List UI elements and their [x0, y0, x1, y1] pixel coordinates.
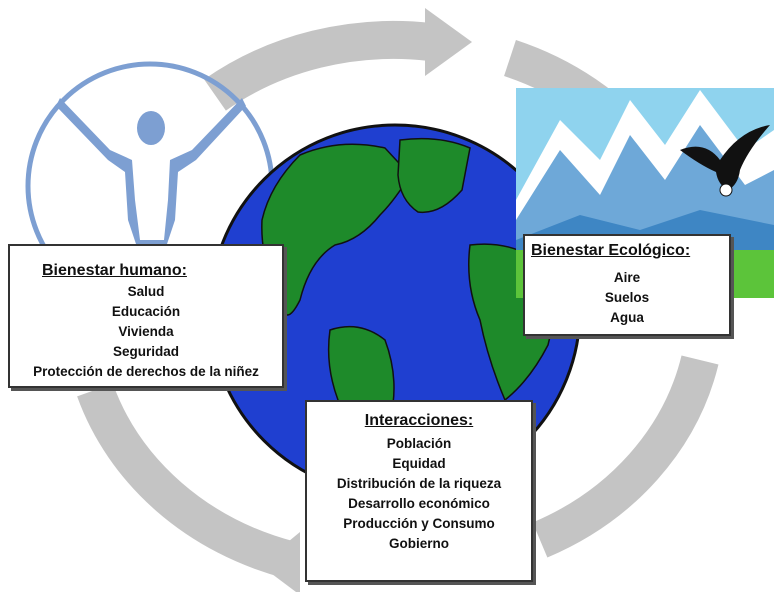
- human-wellbeing-heading: Bienestar humano:: [42, 262, 187, 279]
- interactions-heading: Interacciones:: [364, 412, 474, 429]
- human-item: Protección de derechos de la niñez: [33, 364, 259, 379]
- arrow-bottom: [532, 355, 719, 558]
- interactions-item: Gobierno: [389, 536, 449, 551]
- human-item: Vivienda: [118, 324, 174, 339]
- interactions-item: Desarrollo económico: [348, 496, 490, 511]
- arrow-heads: [260, 8, 472, 592]
- human-wellbeing-box: Bienestar humano: Salud Educación Vivien…: [8, 244, 284, 388]
- interactions-item: Equidad: [392, 456, 446, 471]
- human-item: Educación: [111, 304, 181, 319]
- ecological-item: Aire: [613, 270, 641, 285]
- interactions-box: Interacciones: Población Equidad Distrib…: [305, 400, 533, 582]
- human-item: Salud: [127, 284, 165, 299]
- eagle-icon: [680, 125, 770, 197]
- interactions-item: Distribución de la riqueza: [336, 476, 502, 491]
- ecological-wellbeing-box: Bienestar Ecológico: Aire Suelos Agua: [523, 234, 731, 336]
- interactions-item: Población: [386, 436, 452, 451]
- arrow-left: [77, 383, 295, 579]
- arrow-head-bottom: [260, 532, 300, 592]
- ecological-wellbeing-heading: Bienestar Ecológico:: [531, 242, 691, 259]
- arrow-top: [204, 20, 433, 111]
- human-item: Seguridad: [112, 344, 179, 359]
- ecological-item: Agua: [610, 310, 644, 325]
- interactions-item: Producción y Consumo: [343, 516, 495, 531]
- ecological-item: Suelos: [604, 290, 650, 305]
- arrow-head-top: [425, 8, 472, 76]
